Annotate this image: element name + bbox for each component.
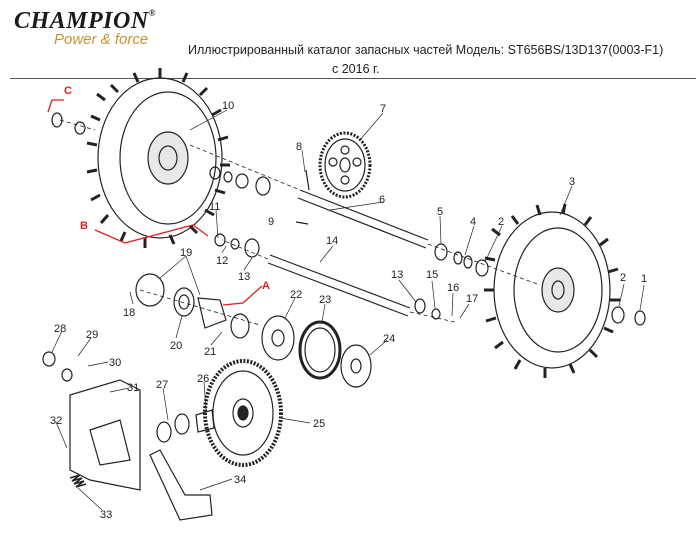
callout-1: 1: [641, 273, 647, 285]
brand-tagline: Power & force: [54, 31, 149, 48]
reference-c-marker: [47, 99, 64, 113]
callout-34: 34: [234, 474, 246, 486]
callout-13-right: 13: [391, 269, 403, 281]
callout-13-left: 13: [238, 271, 250, 283]
callout-7: 7: [380, 103, 386, 115]
bracket-31-drawing: [69, 379, 141, 491]
callout-30: 30: [109, 357, 121, 369]
callout-21: 21: [204, 346, 216, 358]
reference-a: A: [262, 280, 270, 292]
reference-c: C: [64, 85, 72, 97]
callout-32: 32: [50, 415, 62, 427]
callout-9: 9: [268, 216, 274, 228]
callout-6: 6: [379, 194, 385, 206]
reference-b: B: [80, 220, 88, 232]
shaft-14-drawing: [267, 254, 411, 317]
callout-24: 24: [383, 333, 395, 345]
callout-29: 29: [86, 329, 98, 341]
callout-17: 17: [466, 293, 478, 305]
brand-registered-mark: ®: [148, 8, 156, 18]
callout-33: 33: [100, 509, 112, 521]
callout-16: 16: [447, 282, 459, 294]
callout-11: 11: [209, 201, 220, 213]
reference-a-marker: [222, 285, 263, 306]
callout-4: 4: [470, 216, 476, 228]
callout-18: 18: [123, 307, 135, 319]
callout-15: 15: [426, 269, 438, 281]
callout-8: 8: [296, 141, 302, 153]
callout-14: 14: [326, 235, 338, 247]
right-wheel-drawing: [484, 203, 620, 378]
reference-b-marker: [94, 224, 209, 244]
gear-7-drawing: [318, 131, 372, 199]
callout-28: 28: [54, 323, 66, 335]
callout-2-top: 2: [498, 216, 504, 228]
callout-22: 22: [290, 289, 302, 301]
callout-5: 5: [437, 206, 443, 218]
catalog-title: Иллюстрированный каталог запасных частей…: [188, 43, 664, 57]
catalog-subtitle: с 2016 г.: [332, 62, 380, 76]
shaft-6-drawing: [297, 189, 429, 249]
left-wheel-drawing: [86, 68, 230, 248]
brand-name: CHAMPION: [14, 8, 149, 34]
callout-12: 12: [216, 255, 228, 267]
callout-2-right: 2: [620, 272, 626, 284]
gear-25-drawing: [203, 359, 283, 467]
callout-31: 31: [127, 382, 139, 394]
brand-logo: CHAMPION® Power & force: [14, 8, 156, 48]
callout-3: 3: [569, 176, 575, 188]
header-divider: [10, 78, 696, 79]
callout-25: 25: [313, 418, 325, 430]
ring-23-drawing: [298, 320, 342, 380]
callout-19: 19: [180, 247, 192, 259]
bracket-34-drawing: [149, 449, 213, 521]
callout-20: 20: [170, 340, 182, 352]
callout-26: 26: [197, 373, 209, 385]
callout-10: 10: [222, 100, 234, 112]
callout-23: 23: [319, 294, 331, 306]
callout-27: 27: [156, 379, 168, 391]
